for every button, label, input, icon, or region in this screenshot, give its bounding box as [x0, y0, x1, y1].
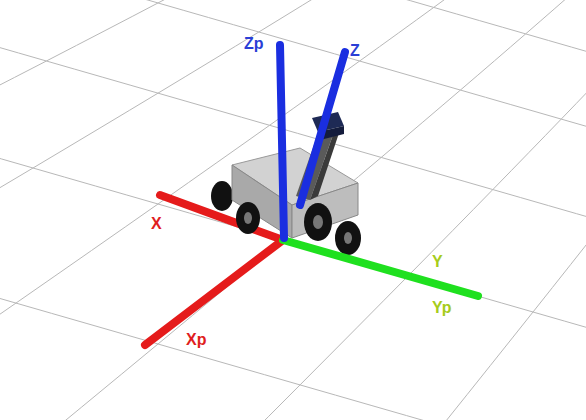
grid-line [0, 0, 586, 322]
grid-line [0, 17, 586, 420]
grid-line [2, 0, 586, 125]
axis-label: Xp [186, 332, 206, 348]
grid-line [0, 0, 413, 420]
axis-label: Z [350, 43, 360, 59]
grid-line [158, 0, 586, 34]
grid-line [85, 0, 586, 76]
axis-label: Zp [244, 36, 264, 52]
axis-label: Y [432, 254, 443, 270]
xp-axis [145, 240, 283, 345]
grid-line [0, 379, 586, 420]
y-axis [283, 240, 478, 296]
z-axis [300, 52, 345, 205]
grid-line [398, 0, 586, 420]
grid-line [0, 0, 541, 420]
grid-line [0, 0, 477, 420]
grid-line [158, 0, 586, 420]
grid-line [0, 101, 586, 420]
axis-label: Yp [432, 300, 452, 316]
grid-line [0, 0, 586, 246]
grid-line [0, 215, 586, 420]
zp-axis [280, 45, 284, 238]
axis-label: X [151, 216, 162, 232]
